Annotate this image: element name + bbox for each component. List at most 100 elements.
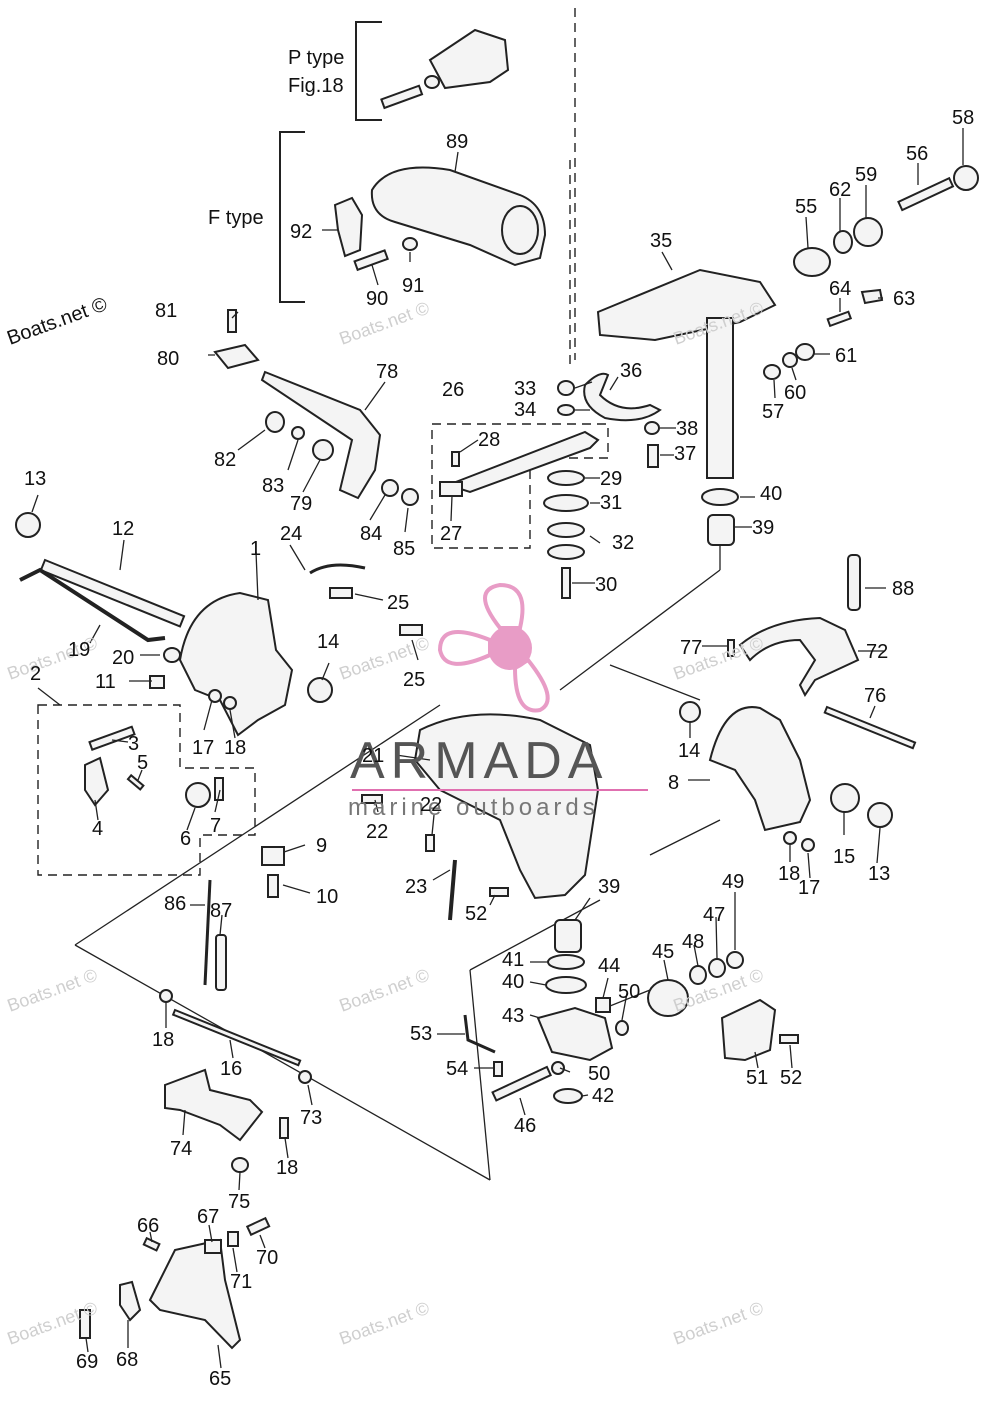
part-13-nut-left <box>15 512 41 538</box>
group-box-2 <box>37 704 256 876</box>
part-71-block <box>227 1231 239 1247</box>
callout-73: 73 <box>300 1107 322 1129</box>
part-88-spring <box>847 554 861 611</box>
part-30-pin <box>561 567 571 599</box>
part-66-pin <box>142 1236 161 1252</box>
callout-89: 89 <box>446 131 468 153</box>
part-74-bolt <box>279 1117 289 1139</box>
part-24-cable <box>309 563 366 575</box>
part-42-washer <box>553 1088 583 1104</box>
callout-17: 17 <box>798 877 820 899</box>
callout-18: 18 <box>778 863 800 885</box>
part-44-block <box>595 997 611 1013</box>
part-61-washer <box>795 343 815 361</box>
callout-36: 36 <box>620 360 642 382</box>
callout-55: 55 <box>795 196 817 218</box>
boats-net-watermark-6: Boats.net © <box>5 965 100 1016</box>
callout-28: 28 <box>478 429 500 451</box>
callout-30: 30 <box>595 574 617 596</box>
part-80-plate <box>213 343 260 370</box>
callout-79: 79 <box>290 493 312 515</box>
part-3-screw <box>88 725 136 751</box>
callout-19: 19 <box>68 639 90 661</box>
part-57-nut <box>763 364 781 380</box>
callout-88: 88 <box>892 578 914 600</box>
part-39-bushing-lower <box>554 919 582 953</box>
part-27-block <box>439 481 463 497</box>
callout-62: 62 <box>829 179 851 201</box>
part-92-plate <box>333 196 364 258</box>
part-32-washer-a <box>547 522 585 538</box>
callout-3: 3 <box>128 733 139 755</box>
callout-80: 80 <box>157 348 179 370</box>
callout-72: 72 <box>866 641 888 663</box>
callout-41: 41 <box>502 949 524 971</box>
part-72-handle <box>738 616 860 697</box>
callout-82: 82 <box>214 449 236 471</box>
callout-18: 18 <box>276 1157 298 1179</box>
part-67-block <box>204 1239 222 1254</box>
part-48-washer <box>689 965 707 985</box>
part-79-bushing <box>312 439 334 461</box>
part-36-arm <box>583 372 662 422</box>
part-33-nut <box>557 380 575 396</box>
callout-84: 84 <box>360 523 382 545</box>
part-81-screw <box>227 309 237 333</box>
callout-18: 18 <box>224 737 246 759</box>
part-90-bolt <box>353 249 389 272</box>
part-85-washer <box>401 488 419 506</box>
part-49-nut <box>726 951 744 969</box>
part-26-lever <box>444 430 600 494</box>
callout-7: 7 <box>210 815 221 837</box>
part-18-washer-right <box>783 831 797 845</box>
callout-75: 75 <box>228 1191 250 1213</box>
callout-31: 31 <box>600 492 622 514</box>
part-17-washer-right <box>801 838 815 852</box>
p-type-bracket <box>355 21 382 121</box>
f-type-bracket <box>279 131 305 303</box>
part-10-bolt <box>267 874 279 898</box>
part-31-washer <box>543 494 589 512</box>
p-type-bolt <box>380 84 424 110</box>
callout-25: 25 <box>403 669 425 691</box>
p-type-washer <box>424 75 440 89</box>
callout-29: 29 <box>600 468 622 490</box>
callout-33: 33 <box>514 378 536 400</box>
part-76-rod <box>823 705 917 750</box>
part-13-nut-right <box>867 802 893 828</box>
callout-92: 92 <box>290 221 312 243</box>
callout-60: 60 <box>784 382 806 404</box>
callout-13: 13 <box>868 863 890 885</box>
callout-40: 40 <box>502 971 524 993</box>
callout-85: 85 <box>393 538 415 560</box>
part-64-screw <box>826 310 853 328</box>
callout-70: 70 <box>256 1247 278 1269</box>
callout-13: 13 <box>24 468 46 490</box>
callout-50: 50 <box>588 1063 610 1085</box>
part-39-bushing-upper <box>707 514 735 546</box>
callout-67: 67 <box>197 1206 219 1228</box>
part-34-washer <box>557 404 575 416</box>
callout-76: 76 <box>864 685 886 707</box>
part-6-nut <box>185 782 211 808</box>
part-40-washer-lower <box>545 976 587 994</box>
part-25-bolt-b <box>399 624 423 636</box>
part-89-bore <box>501 205 539 255</box>
part-28-screw <box>451 451 460 467</box>
part-86-rod <box>203 879 212 986</box>
callout-64: 64 <box>829 278 851 300</box>
part-50-washer-a <box>615 1020 629 1036</box>
callout-57: 57 <box>762 401 784 423</box>
part-83-washer <box>291 426 305 440</box>
callout-65: 65 <box>209 1368 231 1390</box>
part-21-swivel-bracket <box>413 713 600 900</box>
part-63-clip <box>860 288 884 305</box>
part-41-washer <box>547 954 585 970</box>
callout-69: 69 <box>76 1351 98 1373</box>
armada-brand-tagline: marine outboards <box>348 794 599 821</box>
callout-10: 10 <box>316 886 338 908</box>
callout-27: 27 <box>440 523 462 545</box>
p-type-fig-label: Fig.18 <box>288 75 344 97</box>
